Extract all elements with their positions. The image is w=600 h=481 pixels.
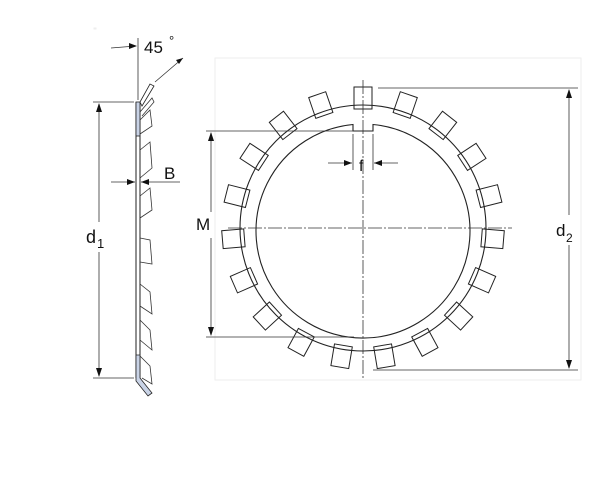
ring-tab	[467, 266, 497, 294]
angle-unit: °	[169, 33, 174, 48]
ring-tab	[223, 184, 251, 209]
thickness-label-B: B	[164, 164, 175, 183]
ring-tab	[287, 327, 315, 357]
ring-tab	[411, 327, 439, 357]
front-view	[206, 80, 578, 378]
ring-tab	[428, 110, 458, 141]
ring-tab	[480, 228, 505, 250]
bore-diameter-label-d1: d	[86, 227, 96, 247]
ring-tab	[229, 266, 259, 294]
tab-width-label-f: f	[359, 158, 364, 175]
ring-tab	[443, 301, 474, 331]
ring-tab	[392, 91, 418, 120]
ring-tab	[268, 110, 298, 141]
front-view-frame	[214, 57, 582, 381]
ring-tab	[252, 301, 283, 331]
angle-label: 45	[144, 38, 163, 57]
ring-tab	[457, 142, 487, 172]
frame-mark	[93, 27, 97, 30]
ring-tab	[239, 142, 269, 172]
inner-width-label-M: M	[196, 215, 210, 234]
ring-tab	[221, 228, 246, 250]
ring-tab	[308, 91, 334, 120]
section-bottom	[135, 354, 153, 397]
outer-diameter-subscript: 2	[566, 231, 573, 245]
section-top	[135, 101, 141, 137]
ring-tab	[475, 184, 503, 209]
outer-diameter-label-d2: d	[556, 221, 565, 240]
bore-diameter-subscript: 1	[97, 236, 104, 251]
side-view	[93, 38, 184, 397]
